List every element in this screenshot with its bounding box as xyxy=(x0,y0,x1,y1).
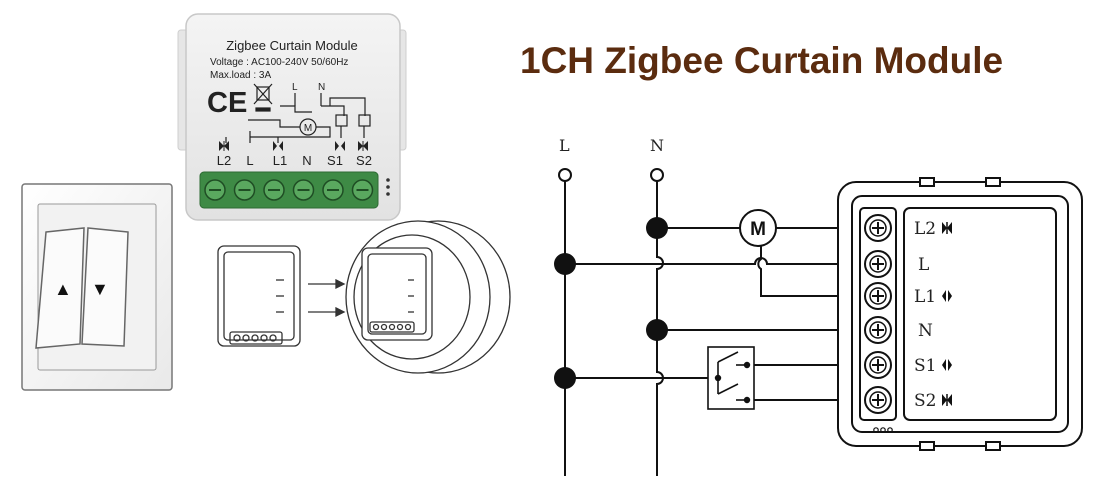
module-screws xyxy=(204,179,374,201)
install-sketch xyxy=(217,220,511,374)
module-terminal-block xyxy=(199,171,379,209)
module-schematic xyxy=(225,93,371,143)
down-arrow-icon: ▼ xyxy=(91,279,109,299)
diamond-icon xyxy=(942,290,952,302)
terminal-label: L1 xyxy=(914,287,936,307)
junction-neutral-motor xyxy=(646,217,668,239)
motor-symbol-label: M xyxy=(750,219,766,240)
up-arrow-icon: ▲ xyxy=(54,279,72,299)
module-name-label: Zigbee Curtain Module xyxy=(226,38,358,53)
module-terminal-label: L1 xyxy=(273,153,287,168)
module-top-label-n: N xyxy=(318,82,325,93)
junction-line-switch xyxy=(554,367,576,389)
wiring-diagram: L N M xyxy=(554,136,1083,476)
module-motor-symbol: M xyxy=(304,123,312,134)
bowtie-icon xyxy=(942,394,952,406)
module-indicator-dots xyxy=(873,427,893,433)
neutral-label: N xyxy=(650,136,664,155)
module-terminal-label: N xyxy=(302,153,311,168)
terminal-label: S2 xyxy=(914,391,936,411)
switch-rocker-down xyxy=(81,227,129,347)
module-terminal-label: L2 xyxy=(217,153,231,168)
neutral-input-terminal xyxy=(650,168,664,182)
ce-mark: CE xyxy=(207,87,247,119)
module-terminal-label: L xyxy=(246,153,253,168)
terminal-label: S1 xyxy=(914,356,936,376)
line-input-terminal xyxy=(558,168,572,182)
module-terminal-label: S2 xyxy=(356,153,372,168)
terminal-label: N xyxy=(918,321,933,341)
module-terminal-labels: L2 L L1 N S1 S2 xyxy=(217,153,372,168)
module-maxload-label: Max.load : 3A xyxy=(210,70,271,81)
wall-switch-photo: ▲ ▼ xyxy=(21,183,173,391)
weee-bin-icon xyxy=(253,83,273,112)
main-title: 1CH Zigbee Curtain Module xyxy=(520,40,1004,81)
terminal-label: L2 xyxy=(914,219,936,239)
module-terminal-label: S1 xyxy=(327,153,343,168)
switch-rocker-up xyxy=(35,227,85,349)
bowtie-icon xyxy=(942,222,952,234)
module-top-label-l: L xyxy=(292,82,298,93)
module-photo: Zigbee Curtain Module Voltage : AC100-24… xyxy=(177,13,407,221)
module-terminal-icons xyxy=(219,141,368,151)
line-label: L xyxy=(559,136,570,155)
diamond-icon xyxy=(942,359,952,371)
curtain-switch-icon xyxy=(707,346,755,410)
module-terminal-screws xyxy=(864,214,892,414)
motor-icon xyxy=(739,209,777,247)
terminal-label: L xyxy=(918,255,929,275)
junction-line-l xyxy=(554,253,576,275)
small-module-terminals xyxy=(229,331,283,345)
junction-neutral-n xyxy=(646,319,668,341)
module-voltage-label: Voltage : AC100-240V 50/60Hz xyxy=(210,57,348,68)
